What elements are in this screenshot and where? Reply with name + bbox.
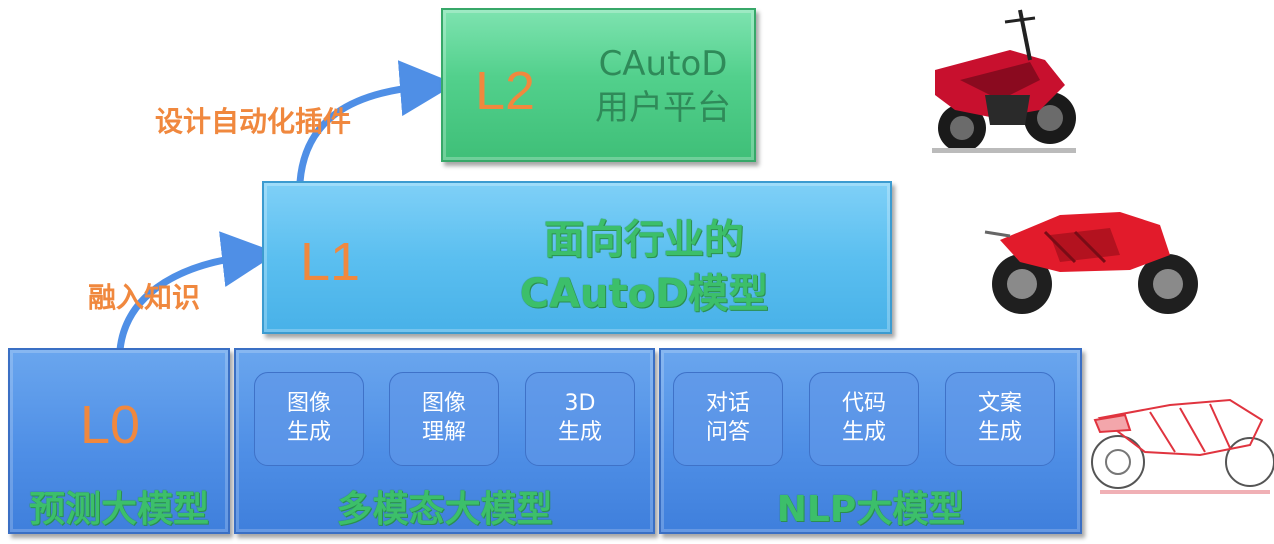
tile-line2: 生成 [977, 420, 1022, 445]
tile-image-understanding: 图像 理解 [389, 372, 499, 466]
tile-line2: 生成 [841, 420, 886, 445]
tile-3d-generation: 3D 生成 [525, 372, 635, 466]
tile-line2: 理解 [421, 420, 466, 445]
tile-line1: 文案 [977, 391, 1022, 417]
tile-copy-generation: 文案 生成 [945, 372, 1055, 466]
tile-code-generation: 代码 生成 [809, 372, 919, 466]
tile-line1: 代码 [841, 391, 886, 417]
level-l1-code: L1 [300, 232, 361, 292]
tile-image-generation: 图像 生成 [254, 372, 364, 466]
tile-line2: 问答 [705, 420, 750, 445]
lower-arrow-label: 融入知识 [88, 281, 201, 314]
l1-line2: CAutoD模型 [519, 271, 769, 317]
l1-line1: 面向行业的 [544, 217, 744, 263]
l2-line1: CAutoD [598, 44, 728, 84]
level-l2-code: L2 [475, 61, 536, 121]
tile-dialogue-qa: 对话 问答 [673, 372, 783, 466]
l2-line2: 用户平台 [595, 88, 731, 128]
upper-arrow-label: 设计自动化插件 [155, 105, 352, 138]
motorcycle-photo-top [932, 9, 1076, 153]
l0-multimodal-title: 多模态大模型 [336, 489, 553, 530]
level-l0-code: L0 [80, 395, 141, 455]
tile-line2: 生成 [286, 420, 331, 445]
tile-line1: 对话 [705, 391, 750, 417]
l0-predict-box: L0 预测大模型 [8, 348, 230, 534]
motorcycle-render-middle [984, 212, 1198, 314]
arrow-upper [296, 60, 456, 183]
l0-predict-title: 预测大模型 [28, 489, 209, 530]
tile-line1: 3D [564, 391, 596, 417]
tile-line1: 图像 [421, 391, 466, 417]
tile-line1: 图像 [286, 391, 331, 417]
level-l1-box: L1 面向行业的 CAutoD模型 [262, 181, 892, 334]
l0-nlp-title: NLP大模型 [776, 489, 965, 530]
arrow-lower [116, 231, 278, 351]
level-l2-box: L2 CAutoD 用户平台 [441, 8, 756, 162]
tile-line2: 生成 [557, 420, 602, 445]
motorcycle-sketch-bottom [1091, 398, 1274, 494]
